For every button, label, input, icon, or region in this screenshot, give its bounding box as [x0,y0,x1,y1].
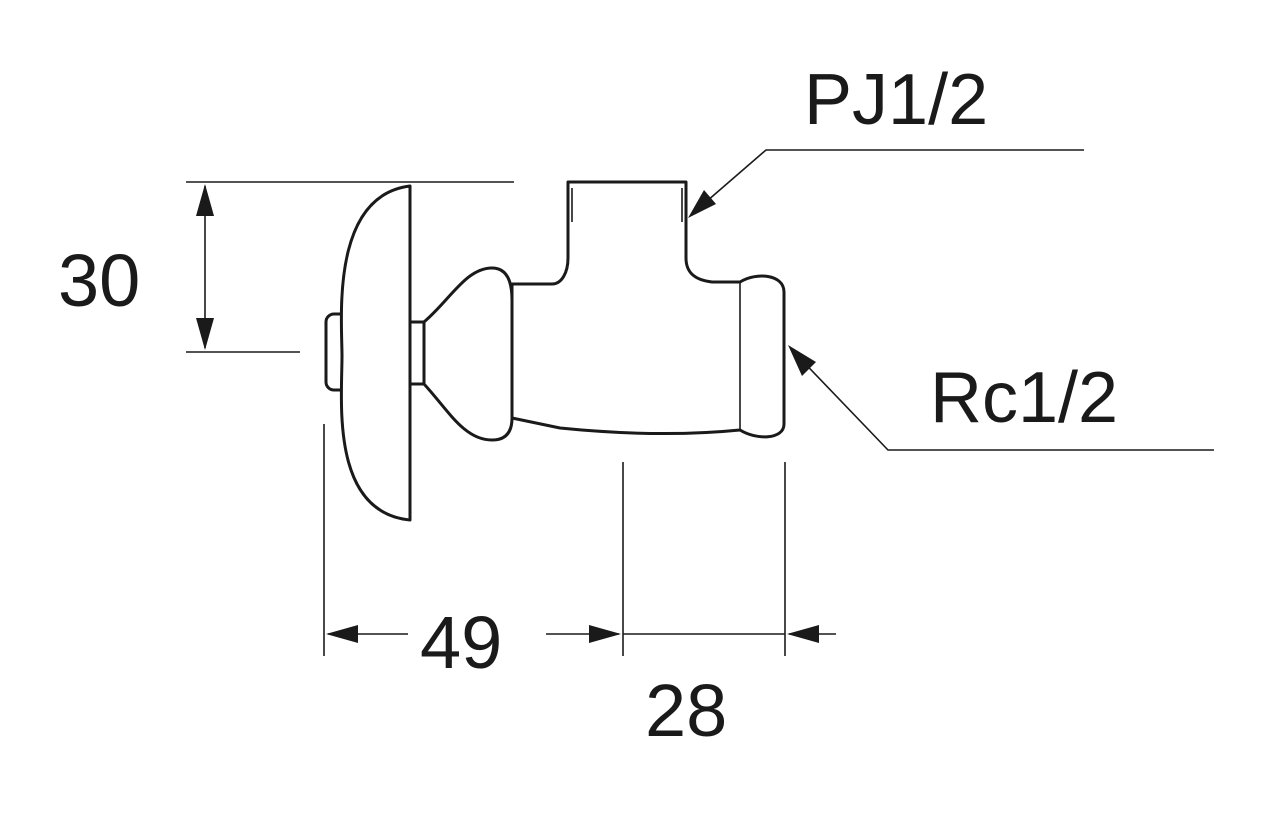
valve-body [510,180,786,439]
stem [408,320,426,386]
leader-arrow-icon [688,190,716,218]
bonnet-nut [422,266,514,442]
arrow-right-icon [589,625,621,643]
overall-length-value: 49 [420,601,502,684]
height-dimension: 30 [58,181,514,353]
top-thread-label: PJ1/2 [804,60,988,140]
handle-wheel [339,184,412,522]
angle-valve [324,180,786,522]
side-thread-label: Rc1/2 [930,358,1118,438]
side-thread-callout: Rc1/2 [788,345,1214,451]
top-thread-leader [691,149,1084,215]
outlet-length-value: 28 [645,669,727,752]
length-dimensions: 49 28 [323,424,836,752]
arrow-left-outside-icon [787,625,819,643]
leader-arrow-icon [788,345,816,376]
side-thread-leader [791,349,1214,451]
height-value: 30 [58,239,140,322]
arrow-up-icon [196,184,214,216]
arrow-down-icon [196,318,214,350]
top-thread-callout: PJ1/2 [688,60,1084,218]
arrow-left-icon [326,625,358,643]
